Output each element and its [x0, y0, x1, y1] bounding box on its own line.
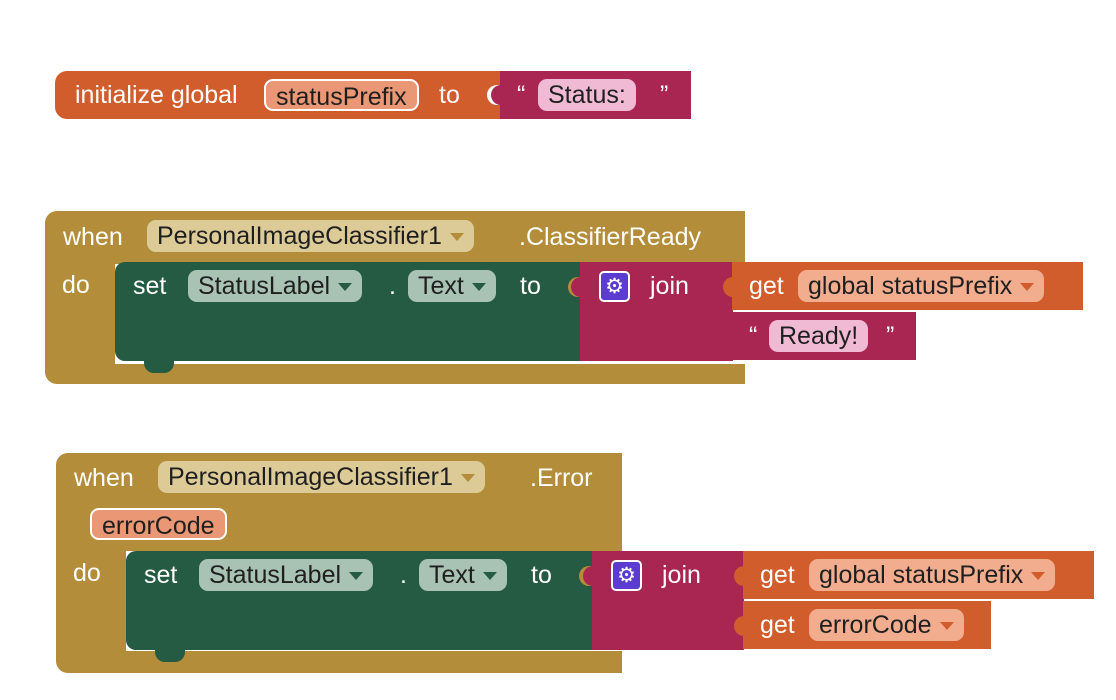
join-block[interactable]: ⚙ join: [592, 551, 744, 650]
to-label: to: [520, 272, 541, 300]
component-name: PersonalImageClassifier1: [157, 222, 442, 250]
event-footer: [56, 651, 622, 673]
set-label: set: [144, 561, 178, 589]
output-plug: [734, 616, 746, 636]
property-dropdown[interactable]: Text: [419, 559, 507, 591]
event-block-error[interactable]: when PersonalImageClassifier1 .Error err…: [56, 453, 622, 673]
chevron-down-icon: [338, 283, 353, 292]
target-component-name: StatusLabel: [209, 561, 342, 589]
target-component-dropdown[interactable]: StatusLabel: [188, 270, 363, 302]
output-plug: [491, 85, 503, 105]
get-label: get: [760, 561, 795, 589]
chevron-down-icon: [349, 572, 364, 581]
set-property-block[interactable]: set StatusLabel . Text to: [126, 551, 593, 650]
target-component-name: StatusLabel: [198, 272, 331, 300]
variable-name: errorCode: [819, 611, 932, 639]
initialize-global-block[interactable]: initialize global statusPrefix to: [55, 71, 503, 119]
close-quote: ”: [660, 81, 669, 109]
close-quote: ”: [886, 322, 895, 350]
set-property-block[interactable]: set StatusLabel . Text to: [115, 262, 582, 361]
event-name: .Error: [530, 464, 593, 492]
when-label: when: [63, 223, 123, 251]
chevron-down-icon: [449, 233, 464, 242]
when-label: when: [74, 464, 134, 492]
event-name: .ClassifierReady: [519, 223, 702, 251]
gear-icon[interactable]: ⚙: [599, 271, 630, 302]
do-label: do: [73, 559, 101, 587]
output-plug: [583, 566, 595, 586]
target-component-dropdown[interactable]: StatusLabel: [199, 559, 374, 591]
dot-label: .: [389, 272, 396, 300]
get-label: get: [760, 611, 795, 639]
open-quote: “: [749, 322, 758, 350]
event-block-classifier-ready[interactable]: when PersonalImageClassifier1 .Classifie…: [45, 211, 745, 384]
component-dropdown[interactable]: PersonalImageClassifier1: [147, 220, 474, 252]
initialize-global-label: initialize global: [75, 81, 238, 109]
property-name: Text: [429, 561, 475, 589]
chevron-down-icon: [1020, 283, 1035, 292]
chevron-down-icon: [939, 622, 954, 631]
join-label: join: [650, 272, 689, 300]
do-label: do: [62, 271, 90, 299]
text-string-block[interactable]: “ Ready! ”: [732, 312, 916, 360]
event-left-arm: [56, 551, 126, 651]
property-dropdown[interactable]: Text: [408, 270, 496, 302]
gear-icon[interactable]: ⚙: [611, 560, 642, 591]
get-variable-block[interactable]: get errorCode: [743, 601, 991, 649]
chevron-down-icon: [1031, 572, 1046, 581]
set-label: set: [133, 272, 167, 300]
statement-tab: [155, 650, 185, 662]
variable-name: global statusPrefix: [819, 561, 1024, 589]
get-variable-block[interactable]: get global statusPrefix: [732, 262, 1083, 310]
variable-dropdown[interactable]: errorCode: [809, 609, 964, 641]
text-string-block[interactable]: “ Status: ”: [500, 71, 691, 119]
output-plug: [734, 566, 746, 586]
event-footer: [45, 364, 745, 384]
component-name: PersonalImageClassifier1: [168, 463, 453, 491]
chevron-down-icon: [471, 283, 486, 292]
variable-dropdown[interactable]: global statusPrefix: [798, 270, 1045, 302]
event-parameter[interactable]: errorCode: [90, 508, 227, 540]
dot-label: .: [400, 561, 407, 589]
variable-name: global statusPrefix: [808, 272, 1013, 300]
get-label: get: [749, 272, 784, 300]
component-dropdown[interactable]: PersonalImageClassifier1: [158, 461, 485, 493]
statement-tab: [144, 361, 174, 373]
property-name: Text: [418, 272, 464, 300]
event-left-arm: [45, 264, 115, 364]
open-quote: “: [517, 81, 526, 109]
join-block[interactable]: ⚙ join: [580, 262, 733, 361]
to-label: to: [439, 81, 460, 109]
chevron-down-icon: [482, 572, 497, 581]
get-variable-block[interactable]: get global statusPrefix: [743, 551, 1094, 599]
to-label: to: [531, 561, 552, 589]
output-plug: [571, 277, 583, 297]
join-label: join: [662, 561, 701, 589]
chevron-down-icon: [460, 474, 475, 483]
output-plug: [723, 277, 735, 297]
string-value-field[interactable]: Ready!: [769, 320, 869, 352]
variable-name-field[interactable]: statusPrefix: [264, 79, 419, 111]
variable-dropdown[interactable]: global statusPrefix: [809, 559, 1056, 591]
output-plug: [723, 327, 735, 347]
string-value-field[interactable]: Status:: [538, 79, 636, 111]
